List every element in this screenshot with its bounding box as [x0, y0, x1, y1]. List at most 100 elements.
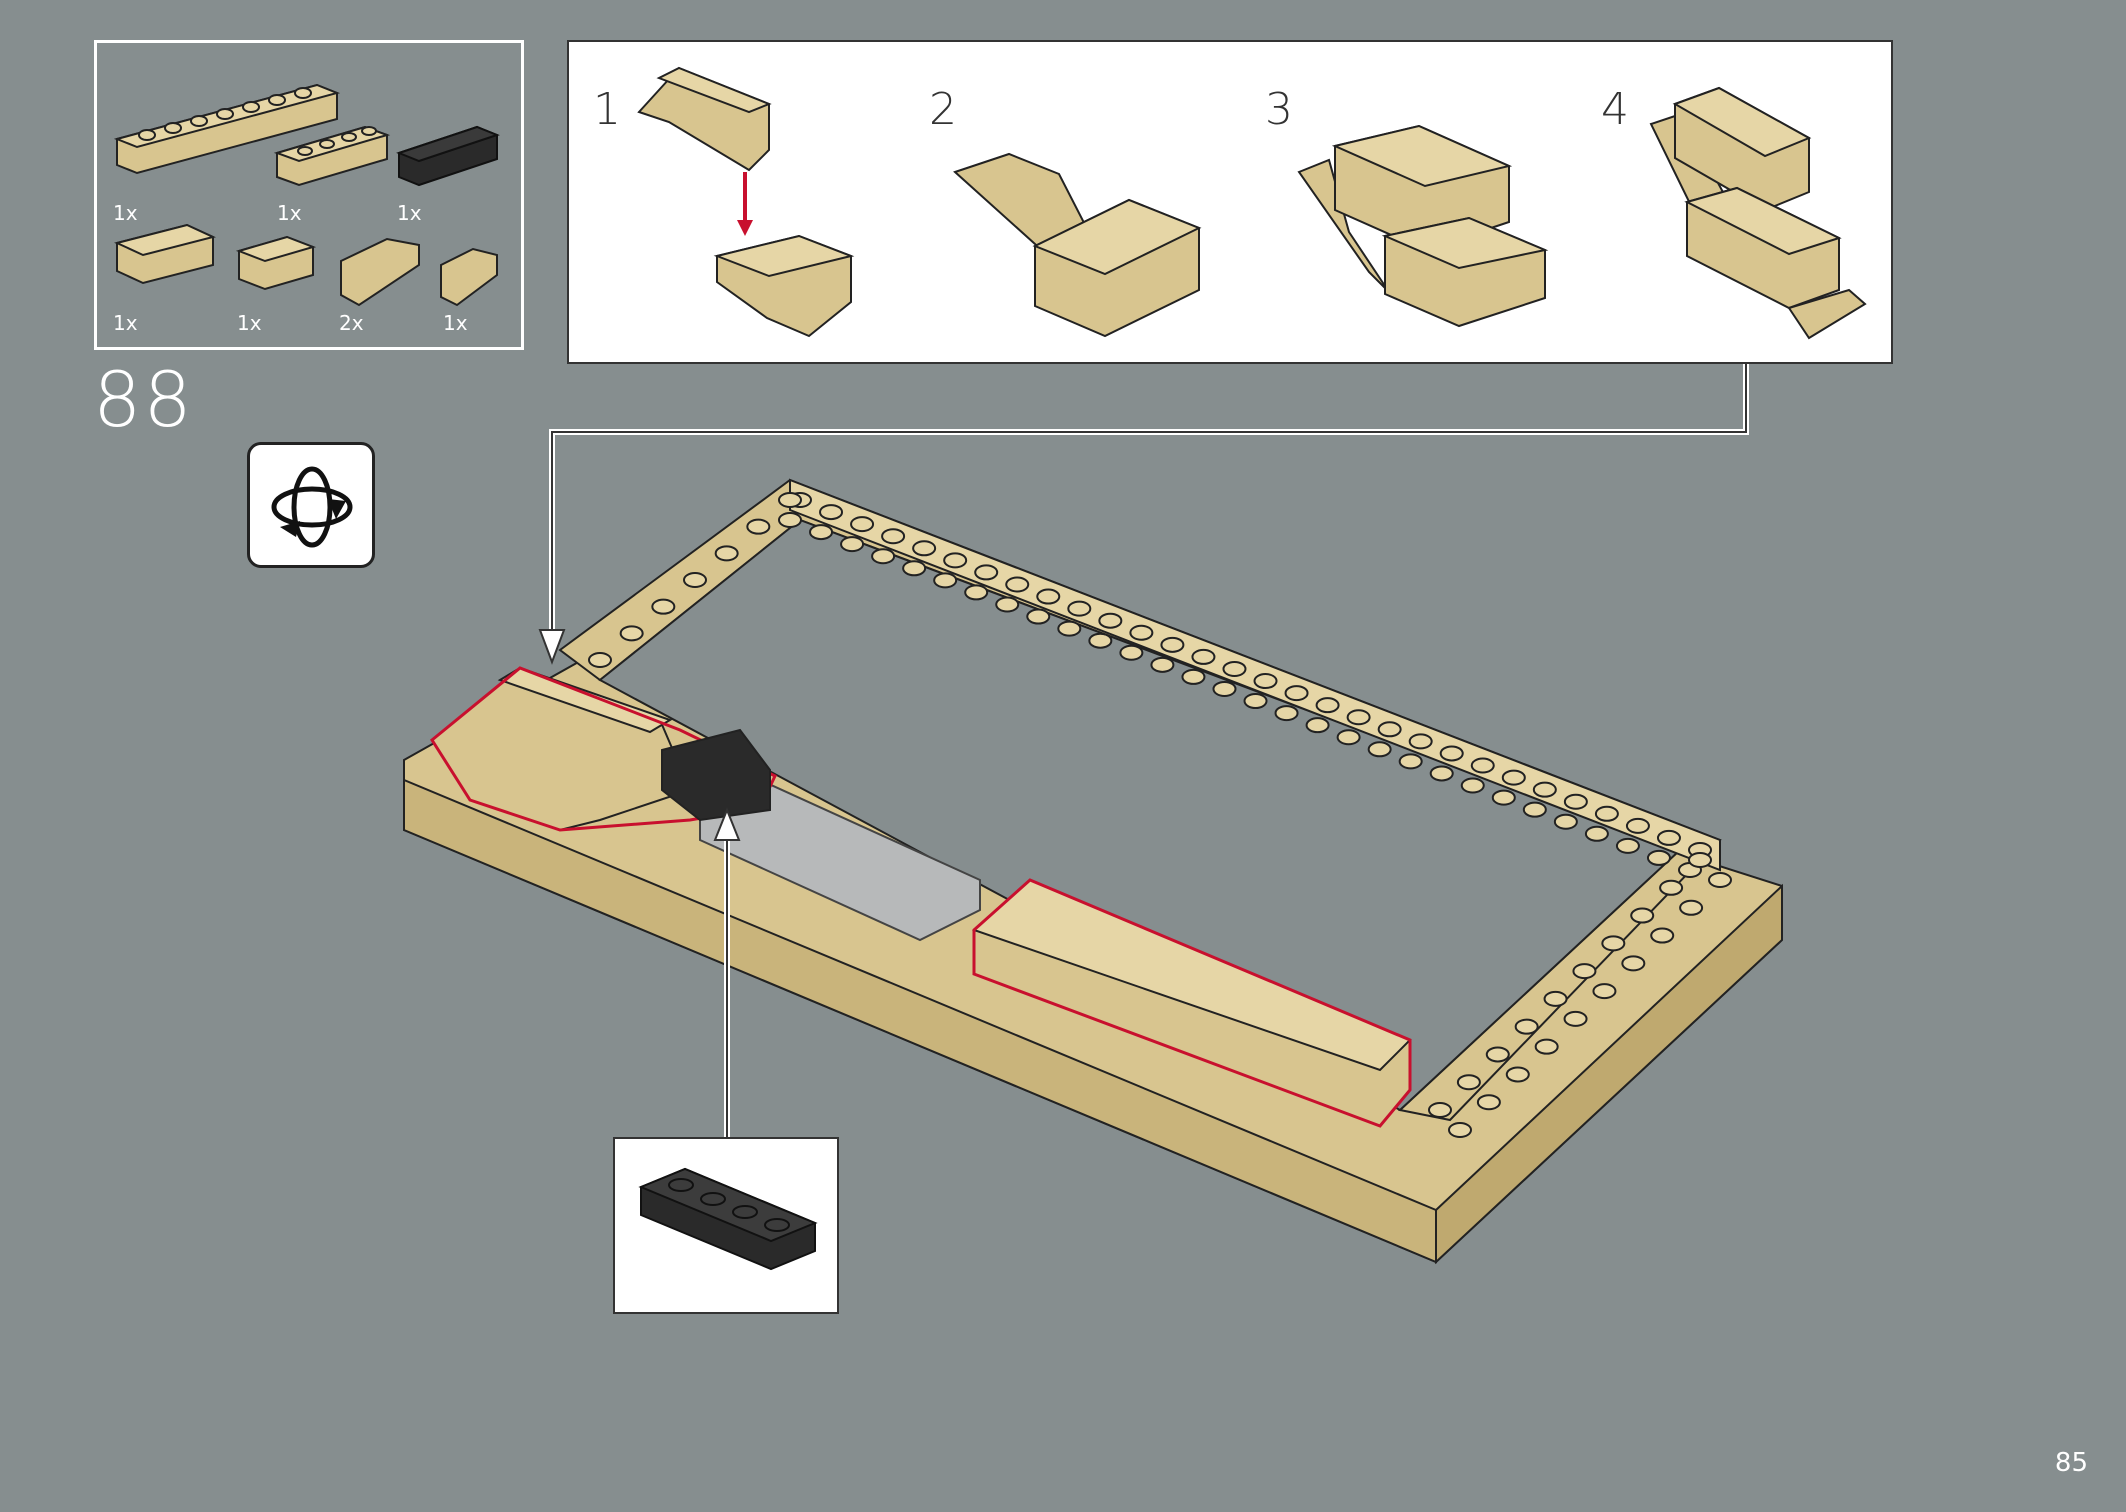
- stud: [1656, 829, 1681, 846]
- stud: [1005, 576, 1030, 593]
- stud: [588, 652, 612, 668]
- brick-1x4-black: [396, 125, 500, 187]
- stud: [1601, 935, 1626, 952]
- model-studs: [588, 492, 1732, 1138]
- stud: [1456, 1074, 1481, 1091]
- sub-steps-panel: 1 2 3 4: [567, 40, 1893, 364]
- stud: [1584, 825, 1609, 842]
- stud: [840, 536, 865, 553]
- stud: [1315, 697, 1340, 714]
- stud: [1708, 872, 1732, 888]
- stud: [746, 518, 771, 535]
- stud: [1505, 1066, 1530, 1083]
- pointer-arrow-icon: [538, 629, 566, 665]
- stud: [1439, 745, 1464, 762]
- sub-step-label: 4: [1601, 84, 1629, 135]
- stud: [1428, 1102, 1452, 1118]
- stud: [902, 560, 927, 577]
- stud: [809, 524, 834, 541]
- stud: [1088, 632, 1113, 649]
- stud: [1650, 927, 1675, 944]
- stud: [1129, 624, 1154, 641]
- stud: [1625, 817, 1650, 834]
- stud: [1688, 852, 1712, 868]
- stud: [1377, 721, 1402, 738]
- stud: [1429, 765, 1454, 782]
- stud: [1491, 789, 1516, 806]
- stud: [1067, 600, 1092, 617]
- stud: [1514, 1018, 1539, 1035]
- part-callout: [613, 1137, 839, 1314]
- stud: [778, 512, 802, 528]
- part-quantity: 1x: [277, 201, 302, 225]
- highlighted-slope-assembly: [430, 666, 777, 832]
- stud: [943, 552, 968, 569]
- part-quantity: 2x: [339, 311, 364, 335]
- stud: [871, 548, 896, 565]
- stud: [912, 540, 937, 557]
- stud: [881, 528, 906, 545]
- stud: [1274, 705, 1299, 722]
- stud: [1592, 983, 1617, 1000]
- stud: [1160, 636, 1185, 653]
- part-quantity: 1x: [397, 201, 422, 225]
- stud: [964, 584, 989, 601]
- callout-brick-1x4-black: [638, 1167, 818, 1271]
- stud: [1476, 1094, 1501, 1111]
- stud: [1470, 757, 1495, 774]
- stud: [1253, 673, 1278, 690]
- stud: [1659, 879, 1684, 896]
- part-quantity: 1x: [237, 311, 262, 335]
- stud: [1615, 837, 1640, 854]
- stud: [1522, 801, 1547, 818]
- step-number: 88: [93, 355, 194, 444]
- stud: [1150, 656, 1175, 673]
- stud: [1346, 709, 1371, 726]
- brick-2x2-tan: [235, 235, 317, 291]
- stud: [1098, 612, 1123, 629]
- brick-2x8-tan: [113, 83, 341, 175]
- sub-step-4-drawing: [1649, 86, 1867, 340]
- stud: [1594, 805, 1619, 822]
- page-number: 85: [2054, 1448, 2088, 1478]
- stud: [1367, 741, 1392, 758]
- stud: [1543, 990, 1568, 1007]
- sub-step-1-drawing: [637, 66, 855, 338]
- stud: [1460, 777, 1485, 794]
- stud: [1057, 620, 1082, 637]
- part-quantity: 1x: [443, 311, 468, 335]
- stud: [1621, 955, 1646, 972]
- stud: [1212, 680, 1237, 697]
- stud: [778, 492, 802, 508]
- stud: [1572, 963, 1597, 980]
- stud: [1553, 813, 1578, 830]
- stud: [1181, 668, 1206, 685]
- parts-list: 1x 1x 1x 1x 1x 2x 1x: [94, 40, 524, 350]
- stud: [1630, 907, 1655, 924]
- parts-list-bricks: [113, 83, 500, 307]
- stud: [1222, 660, 1247, 677]
- brick-2x3-tan: [114, 223, 216, 285]
- stud: [1284, 685, 1309, 702]
- sub-step-label: 2: [929, 84, 957, 135]
- stud: [1398, 753, 1423, 770]
- stud: [1485, 1046, 1510, 1063]
- stud: [651, 598, 676, 615]
- highlighted-long-brick: [972, 878, 1412, 1128]
- stud: [1305, 717, 1330, 734]
- pointer-arrow-icon: [713, 807, 741, 841]
- stud: [1119, 644, 1144, 661]
- stud: [1563, 793, 1588, 810]
- slope-1x2-tan: [440, 247, 498, 307]
- stud: [933, 572, 958, 589]
- stud: [1646, 849, 1671, 866]
- sub-step-3-drawing: [1297, 124, 1549, 328]
- stud: [1243, 693, 1268, 710]
- sub-step-label: 3: [1265, 84, 1293, 135]
- stud: [1191, 648, 1216, 665]
- stud: [1532, 781, 1557, 798]
- stud: [683, 572, 707, 588]
- stud: [819, 504, 844, 521]
- stud: [1448, 1122, 1472, 1138]
